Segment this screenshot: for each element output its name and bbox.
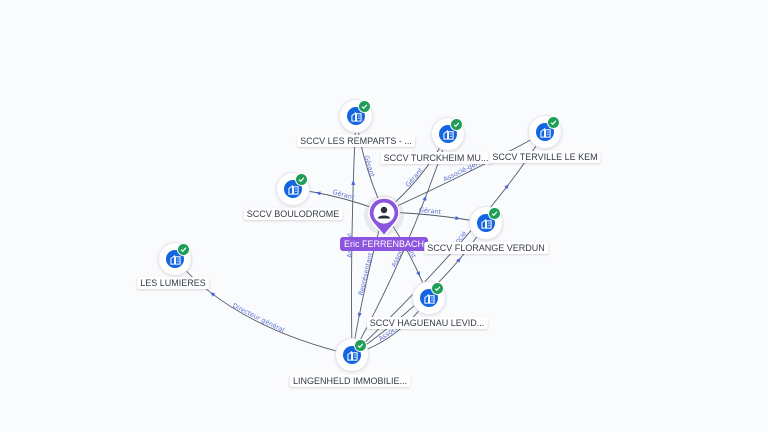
edge-label: Gérant — [362, 154, 376, 178]
check-icon — [177, 243, 190, 256]
edge-arrow — [416, 271, 421, 277]
check-icon — [295, 173, 308, 186]
company-label-sccv-remparts[interactable]: SCCV LES REMPARTS - ... — [297, 135, 415, 147]
company-node-sccv-terville[interactable] — [525, 112, 565, 152]
edge-lingenheld-les-lumieres — [174, 258, 353, 356]
check-icon — [431, 282, 444, 295]
edge-label: Gérant — [404, 166, 425, 189]
person-icon — [377, 206, 391, 219]
company-label-sccv-turckheim[interactable]: SCCV TURCKHEIM MU... — [380, 152, 492, 164]
check-icon — [547, 116, 560, 129]
edge-arrow — [315, 191, 321, 196]
check-icon — [354, 339, 367, 352]
company-label-sccv-florange[interactable]: SCCV FLORANGE VERDUN — [424, 242, 548, 254]
company-node-sccv-haguenau[interactable] — [409, 278, 449, 318]
edge-arrow — [357, 312, 362, 318]
company-node-les-lumieres[interactable] — [155, 239, 195, 279]
edge-arrow — [210, 292, 216, 297]
edge-label: Gérant — [419, 206, 442, 216]
check-icon — [358, 100, 371, 113]
edge-label: Représentant — [357, 251, 375, 296]
company-node-sccv-boulodrome[interactable] — [273, 169, 313, 209]
company-node-sccv-turckheim[interactable] — [428, 114, 468, 154]
edge-label: Gérant — [332, 188, 356, 202]
company-node-sccv-remparts[interactable] — [336, 96, 376, 136]
edge-arrow — [351, 179, 356, 185]
company-label-lingenheld[interactable]: LINGENHELD IMMOBILIE... — [289, 375, 411, 387]
edge-arrow — [456, 257, 461, 263]
company-label-sccv-haguenau[interactable]: SCCV HAGUENAU LEVID... — [366, 317, 488, 329]
company-node-lingenheld[interactable] — [332, 335, 372, 375]
check-icon — [488, 207, 501, 220]
company-label-les-lumieres[interactable]: LES LUMIERES — [137, 277, 209, 289]
edge-arrow — [455, 216, 461, 221]
person-name-label[interactable]: Eric FERRENBACH — [339, 237, 429, 251]
company-node-sccv-florange[interactable] — [466, 203, 506, 243]
edge-label: Directeur général — [231, 302, 286, 335]
check-icon — [450, 118, 463, 131]
company-label-sccv-terville[interactable]: SCCV TERVILLE LE KEM — [489, 151, 601, 163]
edge-arrow — [422, 195, 427, 201]
company-label-sccv-boulodrome[interactable]: SCCV BOULODROME — [243, 208, 343, 220]
edge-arrow — [504, 183, 509, 190]
person-node[interactable] — [367, 196, 401, 238]
edge-center-sccv-terville — [383, 131, 546, 213]
